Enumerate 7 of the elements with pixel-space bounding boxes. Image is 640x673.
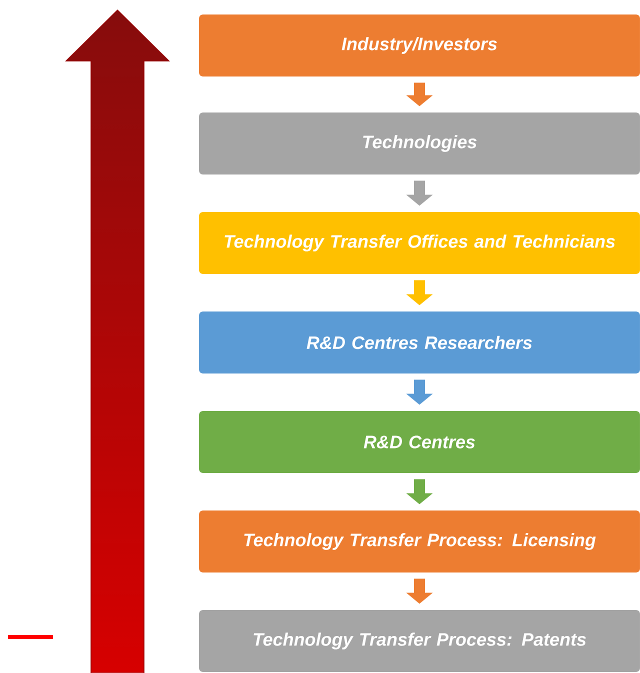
process-box: Technology Transfer Offices and Technicians bbox=[199, 212, 640, 274]
process-box: R&D Centres Researchers bbox=[199, 312, 640, 374]
process-box: R&D Centres bbox=[199, 411, 640, 473]
process-box: Industry/Investors bbox=[199, 14, 640, 76]
process-box: Technologies bbox=[199, 112, 640, 174]
process-box: Technology Transfer Process: Patents bbox=[199, 610, 640, 672]
process-box: Technology Transfer Process: Licensing bbox=[199, 510, 640, 572]
